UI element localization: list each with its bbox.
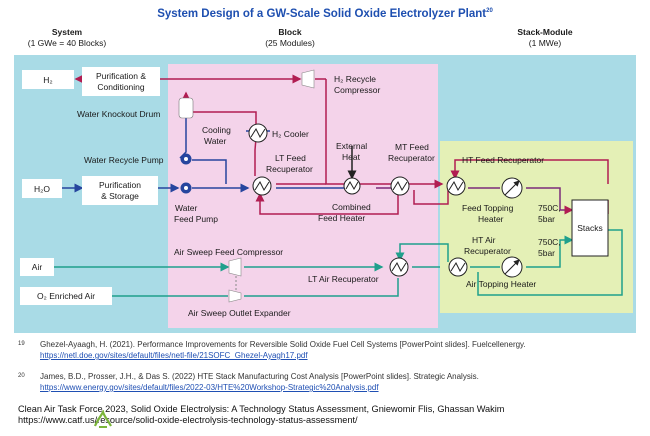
air-sweep-feed-compressor-label: Air Sweep Feed Compressor <box>174 247 283 257</box>
feed-condition-label-1: 750C, <box>538 203 561 213</box>
water-knockout-drum-label: Water Knockout Drum <box>77 109 160 119</box>
feed-topping-heater-label-1: Feed Topping <box>462 203 514 213</box>
ht-feed-recuperator-label: HT Feed Recuperator <box>462 155 544 165</box>
block-region <box>168 64 438 328</box>
purification-storage-box <box>82 176 158 205</box>
air-input-label: Air <box>32 262 43 272</box>
column-header-system: System(1 GWe = 40 Blocks) <box>27 27 107 48</box>
reference-19-link[interactable]: https://netl.doe.gov/sites/default/files… <box>40 351 308 360</box>
column-header-stack-module: Stack-Module(1 MWe) <box>517 27 573 48</box>
external-heat-label-1: External <box>336 141 367 151</box>
air-condition-label-1: 750C, <box>538 237 561 247</box>
air-sweep-feed-compressor-icon <box>228 257 242 277</box>
combined-feed-heater-label-2: Feed Heater <box>318 213 365 223</box>
stacks-label: Stacks <box>577 223 603 233</box>
reference-20-link[interactable]: https://www.energy.gov/sites/default/fil… <box>40 383 379 392</box>
air-input-box <box>20 258 54 276</box>
h2-recycle-compressor-label-1: H₂ Recycle <box>334 74 376 84</box>
footer-citation: Clean Air Task Force 2023, Solid Oxide E… <box>18 404 505 414</box>
diagram-title: System Design of a GW-Scale Solid Oxide … <box>157 8 493 20</box>
ht-air-recuperator-label-2: Recuperator <box>464 246 511 256</box>
cooling-water-label-1: Cooling <box>202 125 231 135</box>
purification-conditioning-label-1: Purification & <box>96 71 146 81</box>
o2-output-box <box>20 287 112 305</box>
h2o-input-box <box>22 179 62 198</box>
feed-topping-heater-label-2: Heater <box>478 214 504 224</box>
lt-air-recuperator-label: LT Air Recuperator <box>308 274 379 284</box>
reference-20: 20 James, B.D., Prosser, J.H., & Das S. … <box>18 372 479 392</box>
mt-feed-recuperator-label-1: MT Feed <box>395 142 429 152</box>
mt-feed-recuperator-label-2: Recuperator <box>388 153 435 163</box>
process-diagram: H₂ Purification & Conditioning H₂ Recycl… <box>14 55 636 333</box>
purification-conditioning-label-2: Conditioning <box>97 82 145 92</box>
air-condition-label-2: 5bar <box>538 248 555 258</box>
h2o-input-label: H₂O <box>34 184 50 194</box>
reference-19: 19 Ghezel-Ayaagh, H. (2021). Performance… <box>18 340 526 360</box>
air-sweep-outlet-expander-icon <box>228 289 242 303</box>
water-knockout-drum-icon <box>178 97 194 119</box>
stacks-box <box>571 199 609 257</box>
purification-storage-label-1: Purification <box>99 180 141 190</box>
lt-feed-recuperator-label-2: Recuperator <box>266 164 313 174</box>
column-header-block: Block(25 Modules) <box>265 27 315 48</box>
ht-air-recuperator-label-1: HT Air <box>472 235 496 245</box>
air-topping-heater-label: Air Topping Heater <box>466 279 536 289</box>
water-feed-pump-label-2: Feed Pump <box>174 214 218 224</box>
h2-recycle-compressor-icon <box>301 69 315 89</box>
h2-output-label: H₂ <box>43 75 52 85</box>
water-recycle-pump-label: Water Recycle Pump <box>84 155 164 165</box>
external-heat-label-2: Heat <box>342 152 361 162</box>
h2-cooler-label: H₂ Cooler <box>272 129 309 139</box>
water-feed-pump-label-1: Water <box>175 203 198 213</box>
o2-output-label: O₂ Enriched Air <box>37 291 95 301</box>
purification-conditioning-box <box>82 67 160 96</box>
purification-storage-label-2: & Storage <box>101 191 139 201</box>
footer-url[interactable]: https://www.catf.us/resource/solid-oxide… <box>18 415 358 425</box>
catf-logo-icon <box>93 410 112 428</box>
combined-feed-heater-label-1: Combined <box>332 202 371 212</box>
h2-output-box <box>22 70 74 89</box>
h2-recycle-compressor-label-2: Compressor <box>334 85 380 95</box>
cooling-water-label-2: Water <box>204 136 227 146</box>
feed-condition-label-2: 5bar <box>538 214 555 224</box>
air-sweep-outlet-expander-label: Air Sweep Outlet Expander <box>188 308 291 318</box>
lt-feed-recuperator-label-1: LT Feed <box>275 153 306 163</box>
